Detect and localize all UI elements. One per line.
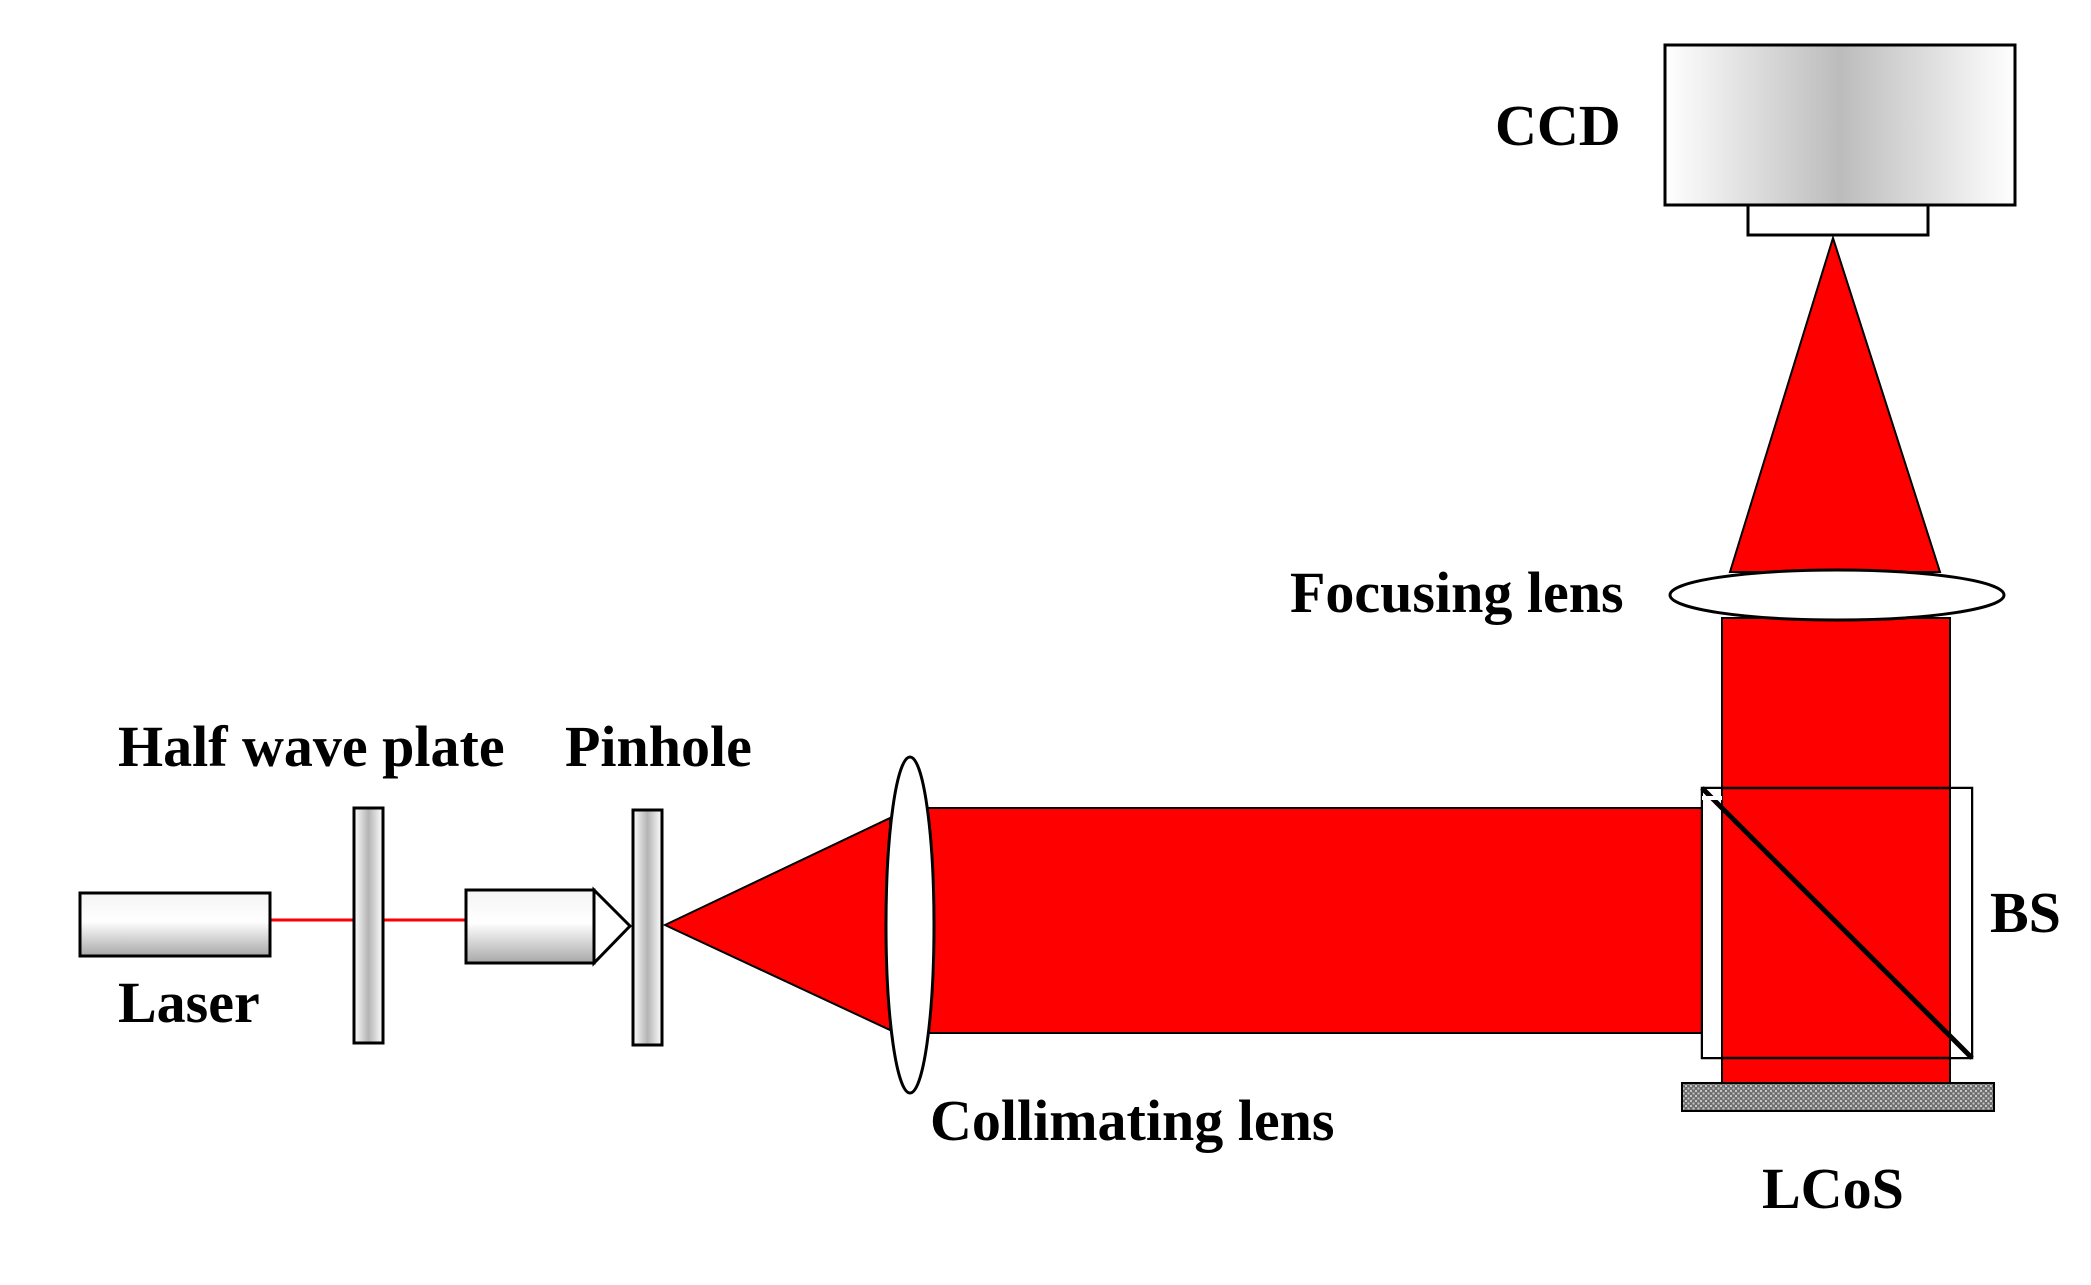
focusing-lens — [1668, 568, 2006, 622]
label-lcos: LCoS — [1762, 1156, 1904, 1221]
lcos-panel — [1681, 1082, 1995, 1112]
label-bs: BS — [1990, 880, 2061, 945]
half-wave-plate — [352, 806, 385, 1045]
ccd-camera — [1663, 43, 2017, 237]
objective-lens — [464, 886, 633, 967]
label-half-wave-plate: Half wave plate — [118, 714, 505, 779]
label-collimating-lens: Collimating lens — [930, 1088, 1334, 1153]
diverging-beam — [662, 816, 891, 1032]
label-focusing-lens: Focusing lens — [1290, 560, 1624, 625]
converging-beam — [1728, 234, 1942, 573]
collimated-beam — [914, 807, 1706, 1034]
label-laser: Laser — [118, 970, 260, 1035]
pinhole — [631, 808, 664, 1047]
laser-body — [78, 891, 272, 958]
beam-splitter — [1700, 786, 1974, 1060]
collimating-lens — [884, 755, 936, 1095]
reflected-beam-vertical — [1721, 617, 1951, 1084]
label-pinhole: Pinhole — [565, 714, 752, 779]
label-ccd: CCD — [1495, 93, 1621, 158]
